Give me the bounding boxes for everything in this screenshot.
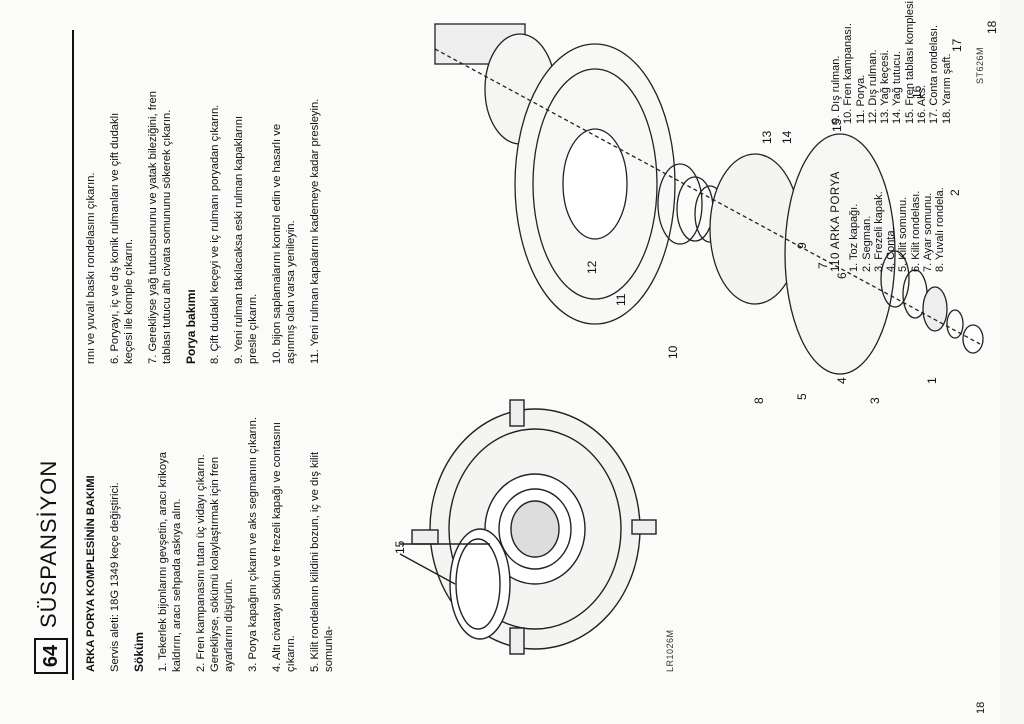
- parts-item: 2. Segman.: [860, 215, 873, 272]
- oil-catcher: [657, 163, 703, 245]
- bearing-cup: [510, 500, 560, 558]
- parts-item: 14. Yağ tutucu.: [891, 51, 904, 124]
- parts-item: 15. Fren tablası komplesi.: [903, 0, 916, 124]
- figure-code-small: LR1026M: [665, 629, 675, 672]
- callout-14: 14: [780, 130, 794, 144]
- dust-cap-1: [962, 324, 984, 354]
- circlip: [946, 309, 964, 339]
- callout-10: 10: [666, 345, 680, 359]
- parts-item: 11. Porya.: [854, 74, 867, 124]
- callout-6: 6: [835, 272, 849, 279]
- parts-list-col1: 110 ARKA PORYA 1. Toz kapağı. 2. Segman.…: [830, 122, 947, 272]
- assembly-axis: [434, 48, 981, 345]
- step-4: 4. Altı civatayı sökün ve frezeli kapağı…: [271, 422, 297, 672]
- parts-item: 9. Dış rulman.: [830, 55, 842, 124]
- step-10: 10. bijon saplamalarını kontrol edin ve …: [271, 123, 297, 364]
- callout-2: 2: [948, 189, 962, 196]
- parts-item: 17. Conta rondelası.: [928, 24, 941, 124]
- section-heading: ARKA PORYA KOMPLESİNİN BAKIMI: [85, 475, 97, 672]
- service-tool-line: Servis aleti: 18G 1349 keçe değiştirici.: [109, 482, 121, 672]
- stud: [509, 399, 525, 427]
- hub-assembly-figure: [399, 399, 657, 655]
- step-5: 5. Kilit rondelanın kilidini bozun, iç v…: [309, 451, 335, 672]
- corner-page-number: 18: [975, 701, 987, 714]
- dust-cap-rim: [455, 538, 501, 630]
- callout-3: 3: [868, 397, 882, 404]
- callout-1: 1: [925, 377, 939, 384]
- page-number: 64: [39, 644, 62, 668]
- parts-item: 4. Conta.: [885, 227, 898, 272]
- text-column-left: ARKA PORYA KOMPLESİNİN BAKIMI Servis ale…: [84, 417, 346, 672]
- maintenance-heading: Porya bakımı: [184, 289, 198, 364]
- callout-5: 5: [795, 393, 809, 400]
- step-5-continued: rını ve yuvalı baskı rondelasını çıkarın…: [85, 172, 97, 364]
- chapter-title: SÜSPANSİYON: [36, 459, 61, 628]
- callout-8: 8: [752, 397, 766, 404]
- leader-line: [399, 553, 456, 585]
- parts-item: 18. Yarım şaft.: [940, 53, 953, 124]
- page-number-box: 64: [34, 638, 68, 674]
- hub-bore: [498, 488, 572, 570]
- parts-item: 13. Yağ keçesi.: [879, 49, 892, 124]
- callout-9: 9: [795, 242, 809, 249]
- step-7: 7. Gerekliyse yağ tutucusununu ve yatak …: [147, 90, 173, 364]
- backplate-centre: [562, 128, 628, 240]
- parts-item: 1. Toz kapağı.: [848, 203, 861, 272]
- parts-list-col2: 9. Dış rulman. 10. Fren kampanası. 11. P…: [830, 0, 953, 124]
- brake-drum: [784, 133, 896, 375]
- callout-13: 13: [760, 130, 774, 144]
- exploded-view-figure: [434, 23, 984, 375]
- callout-18: 18: [985, 20, 999, 34]
- parts-item: 16. Aks.: [916, 84, 929, 124]
- stud: [631, 519, 657, 535]
- callout-7: 7: [816, 262, 830, 269]
- hub-flange-inner: [448, 428, 622, 630]
- callout-11: 11: [614, 293, 628, 306]
- step-2: 2. Fren kampanasını tutan üç vidayı çıka…: [195, 454, 235, 672]
- step-1: 1. Tekerlek bijonlarını gevşetin, aracı …: [157, 452, 183, 672]
- parts-item: 3. Frezeli kapak.: [872, 191, 885, 272]
- parts-item: 6. Kilit rondelası.: [909, 190, 922, 272]
- brake-shoe: [532, 68, 658, 300]
- dust-cap: [449, 528, 511, 640]
- callout-4: 4: [835, 377, 849, 384]
- parts-item: 10. Fren kampanası.: [842, 23, 855, 124]
- text-column-right: rını ve yuvalı baskı rondelasını çıkarın…: [84, 84, 332, 364]
- step-6: 6. Poryayı, iç ve dış konik rulmanları v…: [109, 112, 135, 364]
- outer-bearing-9: [880, 250, 910, 308]
- stud: [411, 529, 439, 545]
- parts-item: 8. Yuvalı rondela.: [934, 187, 947, 272]
- step-3: 3. Porya kapağını çıkarın ve aks segmanı…: [247, 417, 259, 672]
- parts-item: 5. Kilit somunu.: [897, 196, 910, 272]
- figure-code-large: ST626M: [975, 46, 985, 84]
- step-9: 9. Yeni rulman takılacaksa eski rulman k…: [233, 115, 259, 364]
- callout-15-small: 15: [393, 540, 407, 554]
- callout-12: 12: [585, 260, 599, 274]
- drive-flange: [922, 286, 948, 332]
- step-8: 8. Çift dudaklı keçeyi ve iç rulmanı por…: [209, 104, 221, 364]
- step-11: 11. Yeni rulman kapalarını kademeye kada…: [309, 98, 321, 364]
- removal-heading: Söküm: [132, 631, 146, 672]
- manual-page: 64 SÜSPANSİYON ARKA PORYA KOMPLESİNİN BA…: [34, 0, 999, 714]
- parts-item: 7. Ayar somunu.: [922, 192, 935, 272]
- parts-list-title: 110 ARKA PORYA: [830, 171, 842, 272]
- parts-item: 12. Dış rulman.: [866, 49, 879, 124]
- header-rule: [72, 30, 74, 680]
- stud: [509, 627, 525, 655]
